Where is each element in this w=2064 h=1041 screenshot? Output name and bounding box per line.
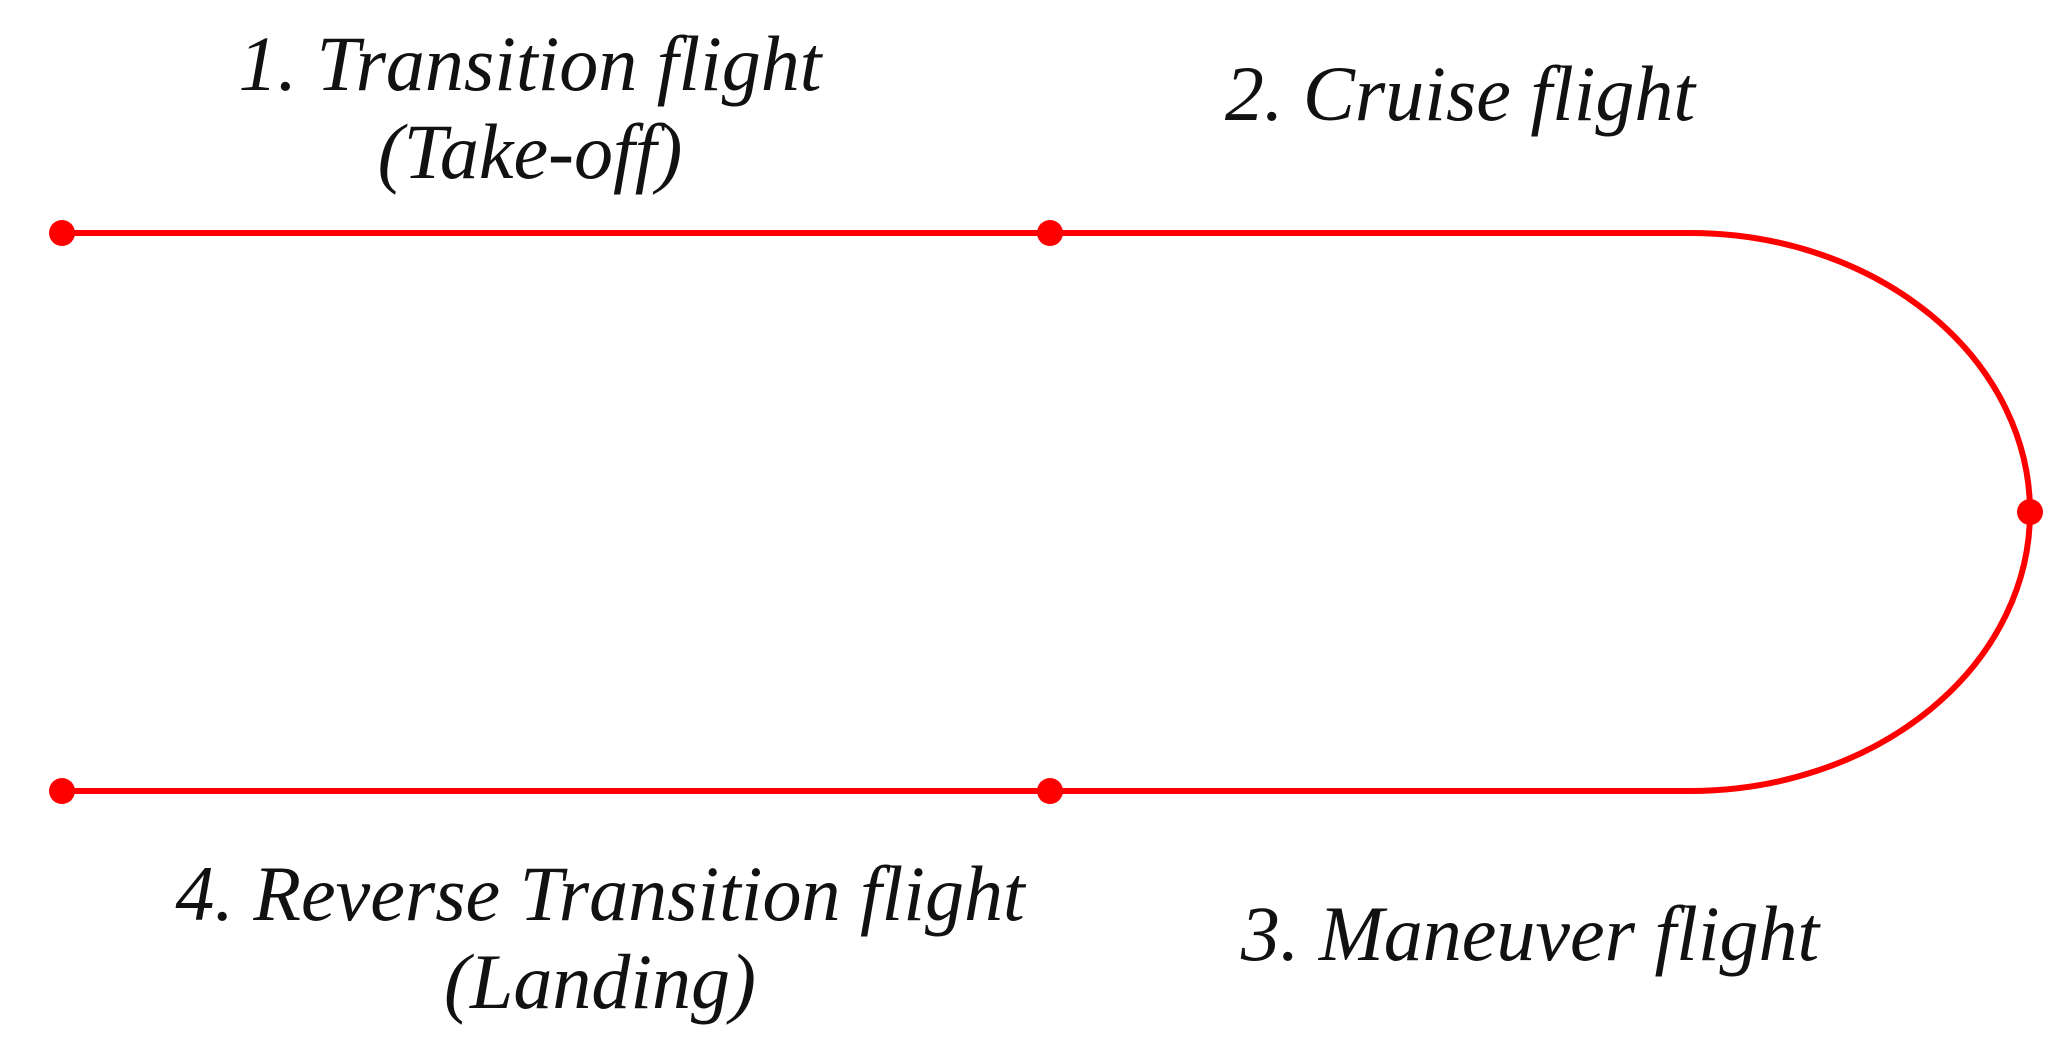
phase-title-transition: 1. Transition flight [238,20,822,107]
phase-subtitle-reverse-transition: (Landing) [444,938,756,1025]
waypoint-turn-apex [2017,499,2043,525]
phase-title-reverse-transition: 4. Reverse Transition flight [175,850,1025,937]
phase-subtitle-transition: (Take-off) [377,108,683,195]
phase-title-cruise: 2. Cruise flight [1224,50,1696,137]
phase-title-maneuver: 3. Maneuver flight [1240,890,1820,977]
flight-path [59,230,2033,794]
waypoint-reverse-start [1037,778,1063,804]
phase-label-transition: 1. Transition flight (Take-off) [160,20,900,196]
waypoint-end [49,778,75,804]
phase-label-cruise: 2. Cruise flight [1150,50,1770,138]
waypoint-transition-end [1037,220,1063,246]
waypoint-start [49,220,75,246]
phase-label-maneuver: 3. Maneuver flight [1150,890,1910,978]
phase-label-reverse-transition: 4. Reverse Transition flight (Landing) [100,850,1100,1026]
